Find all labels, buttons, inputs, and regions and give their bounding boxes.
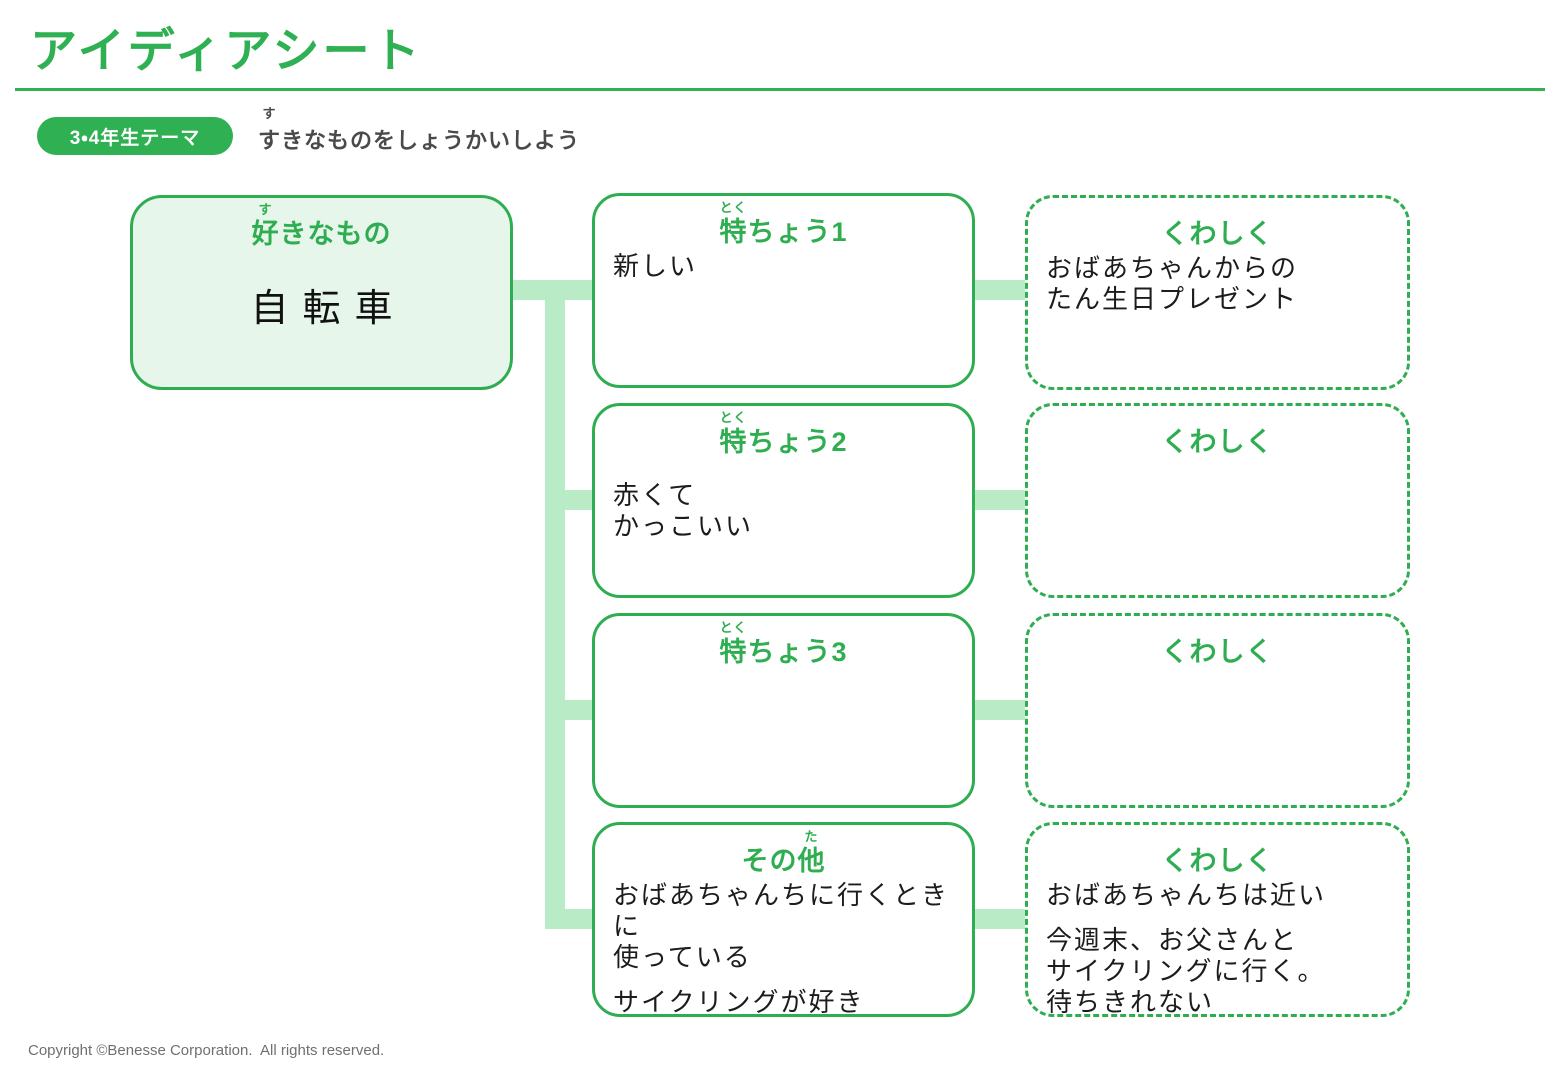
feature-box-1: とく特ちょう1 新しい [592, 193, 975, 388]
other-box-content: おばあちゃんちに行くときに 使っている サイクリングが好き [595, 876, 972, 1019]
detail-box-4: くわしく おばあちゃんちは近い 今週末、お父さんと サイクリングに行く。 待ちき… [1025, 822, 1410, 1019]
feature1-title-furigana: とく [719, 200, 748, 215]
connector-detail4-stub [973, 909, 1027, 929]
feature-box-3-title: とく特ちょう3 [595, 621, 972, 667]
feature2-title-post: ちょう2 [747, 427, 848, 457]
connector-detail3-stub [973, 700, 1027, 720]
grade-theme-badge: 3・4年生テーマ [37, 117, 233, 155]
other-box: そのた他 おばあちゃんちに行くときに 使っている サイクリングが好き [592, 822, 975, 1019]
detail-box-1-text: おばあちゃんからの たん生日プレゼント [1046, 254, 1299, 315]
feature-box-2-title: とく特ちょう2 [595, 411, 972, 457]
other-title-pre: その [741, 846, 798, 876]
detail-box-3: くわしく [1025, 613, 1410, 808]
feature-box-3-content [595, 667, 972, 672]
detail-box-1-content: おばあちゃんからの たん生日プレゼント [1028, 249, 1407, 316]
connector-other-stub [545, 909, 593, 929]
other-title-base: 他 [797, 846, 826, 876]
title-underline [15, 88, 1545, 91]
feature3-title-base: 特 [719, 637, 748, 667]
feature3-title-post: ちょう3 [747, 637, 848, 667]
connector-feature3-stub [545, 700, 593, 720]
page-title: アイディアシート [30, 24, 423, 77]
detail-box-1: くわしく おばあちゃんからの たん生日プレゼント [1025, 195, 1410, 390]
detail-box-1-title: くわしく [1161, 219, 1274, 249]
copyright-notice: Copyright ©Benesse Corporation. All righ… [28, 1042, 385, 1059]
theme-subtitle-base: す [258, 128, 282, 153]
theme-subtitle-furigana: す [262, 106, 277, 121]
theme-subtitle-post: きなものをしょうかいしよう [281, 128, 581, 153]
connector-feature2-stub [545, 490, 593, 510]
detail-box-2: くわしく [1025, 403, 1410, 598]
feature-box-1-title: とく特ちょう1 [595, 201, 972, 247]
feature2-title-base: 特 [719, 427, 748, 457]
favorite-thing-title: す好きなもの [133, 203, 510, 249]
feature-box-3: とく特ちょう3 [592, 613, 975, 808]
connector-detail2-stub [973, 490, 1027, 510]
feature3-title-furigana: とく [719, 620, 748, 635]
favorite-thing-box: す好きなもの 自転車 [130, 195, 513, 390]
other-box-title: そのた他 [595, 830, 972, 876]
feature-box-2: とく特ちょう2 赤くて かっこいい [592, 403, 975, 598]
other-title-furigana: た [804, 829, 819, 844]
theme-subtitle: すすきなものをしょうかいしよう [258, 107, 581, 155]
grade-theme-badge-label: 3・4年生テーマ [69, 127, 201, 149]
other-box-text-2: サイクリングが好き [613, 988, 865, 1018]
detail-box-4-text-2: 今週末、お父さんと サイクリングに行く。 待ちきれない [1046, 926, 1326, 1018]
connector-detail1-stub [973, 280, 1027, 300]
detail-box-2-content [1028, 457, 1407, 462]
feature1-title-post: ちょう1 [747, 217, 848, 247]
favorite-title-post: きなもの [279, 219, 392, 249]
detail-box-4-title: くわしく [1161, 846, 1274, 876]
favorite-thing-value: 自転車 [250, 286, 407, 330]
detail-box-3-content [1028, 667, 1407, 672]
detail-box-3-title: くわしく [1161, 637, 1274, 667]
other-box-text: おばあちゃんちに行くときに 使っている [613, 881, 950, 973]
connector-trunk-vertical [545, 280, 565, 929]
detail-box-4-content: おばあちゃんちは近い 今週末、お父さんと サイクリングに行く。 待ちきれない [1028, 876, 1407, 1019]
feature-box-1-text: 新しい [613, 252, 698, 282]
feature-box-2-content: 赤くて かっこいい [595, 457, 972, 543]
favorite-title-furigana: す [258, 202, 273, 217]
feature1-title-base: 特 [719, 217, 748, 247]
detail-box-2-title: くわしく [1161, 427, 1274, 457]
feature-box-1-content: 新しい [595, 247, 972, 283]
feature2-title-furigana: とく [719, 410, 748, 425]
favorite-title-base: 好 [251, 219, 280, 249]
feature-box-2-text: 赤くて かっこいい [613, 481, 754, 542]
detail-box-4-text: おばあちゃんちは近い [1046, 881, 1327, 911]
